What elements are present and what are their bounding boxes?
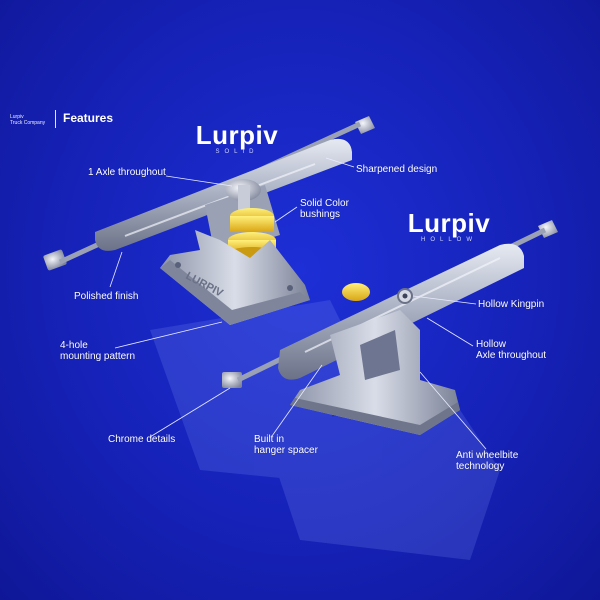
callout-axle-throughout: 1 Axle throughout <box>88 167 166 178</box>
solid-logo-sub: SOLID <box>215 149 259 155</box>
callout-text: Polished finish <box>74 291 139 302</box>
solid-logo: Lurpiv SOLID <box>192 121 282 156</box>
hollow-logo-sub: HOLLOW <box>420 237 477 243</box>
leader-sharpened-design <box>325 157 355 168</box>
callout-text: Sharpened design <box>356 164 438 175</box>
callout-text: technology <box>456 461 505 472</box>
company-name: Lurpiv Truck Company <box>10 114 45 126</box>
hollow-truck <box>222 220 558 435</box>
callout-polished-finish: Polished finish <box>74 291 138 302</box>
company-name-line1: Lurpiv <box>10 114 24 120</box>
leader-hollow-axle <box>426 317 474 347</box>
leader-hanger-spacer <box>271 364 323 437</box>
callout-hollow-axle: Hollow Axle throughout <box>476 339 546 361</box>
callout-hanger-spacer: Built in hanger spacer <box>254 434 318 456</box>
leader-axle-throughout <box>165 175 233 187</box>
callout-text: bushings <box>300 209 341 220</box>
callout-text: 1 Axle throughout <box>88 167 166 178</box>
callout-mounting-pattern: 4-hole mounting pattern <box>60 340 135 362</box>
leader-chrome-details <box>149 387 231 438</box>
solid-truck: LURPIV <box>43 116 375 325</box>
section-title: Features <box>63 111 114 125</box>
leader-hollow-kingpin <box>412 295 477 305</box>
callout-text: Chrome details <box>108 434 176 445</box>
leader-mounting-pattern <box>114 321 223 349</box>
callout-solid-bushings: Solid Color bushings <box>300 198 349 220</box>
hollow-logo: Lurpiv HOLLOW <box>404 209 494 244</box>
callout-text: hanger spacer <box>254 445 318 456</box>
callout-text: mounting pattern <box>60 351 136 362</box>
callout-text: Anti wheelbite <box>456 450 519 461</box>
leader-anti-wheelbite <box>419 371 487 450</box>
leader-lines <box>109 157 487 450</box>
callout-text: 4-hole <box>60 340 88 351</box>
callout-text: Hollow Kingpin <box>478 299 545 310</box>
callout-text: Solid Color <box>300 198 349 209</box>
company-name-line2: Truck Company <box>10 120 46 126</box>
callout-text: Axle throughout <box>476 350 547 361</box>
callout-chrome-details: Chrome details <box>108 434 175 445</box>
callout-text: Hollow <box>476 339 507 350</box>
leader-polished-finish <box>109 251 123 288</box>
leader-solid-bushings <box>274 206 298 223</box>
header-divider <box>55 110 56 128</box>
callout-hollow-kingpin: Hollow Kingpin <box>478 299 544 310</box>
callout-sharpened-design: Sharpened design <box>356 164 437 175</box>
solid-logo-name: Lurpiv <box>195 120 279 150</box>
callout-anti-wheelbite: Anti wheelbite technology <box>456 450 518 472</box>
hollow-logo-name: Lurpiv <box>407 208 491 238</box>
callout-text: Built in <box>254 434 285 445</box>
